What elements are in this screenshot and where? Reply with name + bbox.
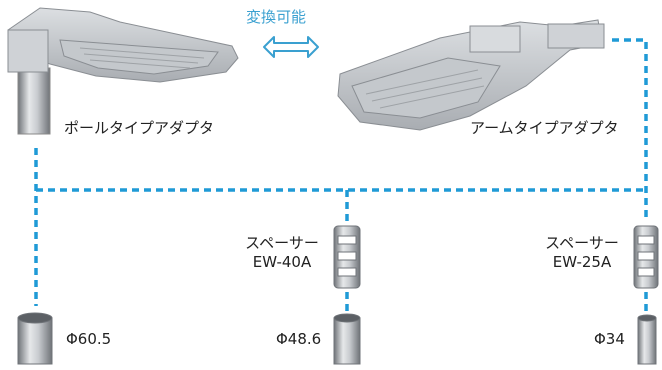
- pipe-48-6: [333, 313, 361, 365]
- arm-type-lamp: [337, 19, 605, 131]
- pipe-60-5: [17, 312, 53, 365]
- spacer-ew25a-name: スペーサー: [545, 234, 619, 252]
- spacer-ew40a-model: EW-40A: [252, 253, 312, 271]
- spacer-ew40a-label: スペーサー EW-40A: [236, 234, 328, 272]
- pipe-60-5-label: Φ60.5: [66, 330, 112, 348]
- spacer-ew25a: [633, 225, 659, 289]
- pipe-48-6-label: Φ48.6: [276, 330, 322, 348]
- spacer-ew40a: [333, 225, 361, 289]
- pipe-34: [637, 314, 657, 365]
- double-arrow-icon: [263, 36, 319, 58]
- spacer-ew25a-label: スペーサー EW-25A: [536, 234, 628, 272]
- spacer-ew25a-model: EW-25A: [552, 253, 612, 271]
- pole-adapter-label: ポールタイプアダプタ: [64, 119, 215, 137]
- arm-adapter-label: アームタイプアダプタ: [470, 119, 619, 137]
- convertible-label: 変換可能: [246, 8, 307, 26]
- pipe-34-label: Φ34: [594, 330, 625, 348]
- connection-lines: [34, 38, 648, 312]
- pole-type-lamp: [7, 7, 239, 135]
- spacer-ew40a-name: スペーサー: [245, 234, 319, 252]
